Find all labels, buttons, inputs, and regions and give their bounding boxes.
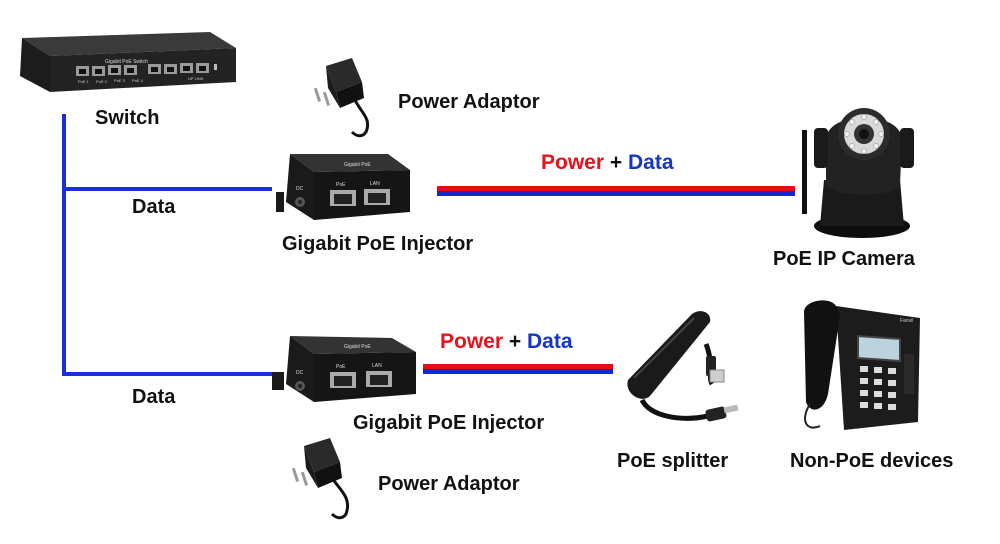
top-poe-cable	[437, 186, 795, 196]
bottom-injector-poe-text: PoE	[336, 364, 346, 370]
top-data-word: Data	[627, 151, 674, 174]
poe-splitter-icon	[627, 311, 739, 422]
switch-port-label-1: PoE 1	[78, 79, 90, 84]
top-injector-dc-text: DC	[296, 186, 304, 192]
switch-brand-text: Gigabit PoE Switch	[105, 59, 148, 65]
bottom-data-line	[62, 372, 272, 376]
bottom-data-label: Data	[132, 386, 176, 408]
top-data-line	[62, 187, 272, 191]
top-injector-brand-text: Gigabit PoE	[344, 162, 371, 168]
bottom-poe-cable	[423, 364, 613, 374]
phone-brand-text: Fanvil	[900, 318, 913, 324]
camera-label: PoE IP Camera	[773, 248, 915, 270]
bottom-injector-label: Gigabit PoE Injector	[353, 412, 545, 434]
top-power-word: Power	[541, 151, 605, 174]
switch-label: Switch	[95, 107, 160, 129]
top-injector-label: Gigabit PoE Injector	[282, 233, 474, 255]
bottom-injector-dc-text: DC	[296, 370, 304, 376]
splitter-label: PoE splitter	[617, 450, 729, 472]
bottom-power-data-label: Power + Data	[440, 331, 573, 352]
switch-vertical-bus-line	[62, 114, 66, 376]
switch-port-label-4: PoE 4	[132, 78, 144, 83]
bottom-injector-lan-text: LAN	[372, 363, 382, 369]
top-power-data-label: Power + Data	[541, 152, 674, 173]
top-poe-injector-icon: Gigabit PoE DC PoE LAN	[276, 154, 410, 220]
top-injector-lan-text: LAN	[370, 181, 380, 187]
switch-port-label-2: PoE 2	[96, 79, 108, 84]
top-injector-poe-text: PoE	[336, 182, 346, 188]
switch-icon: Gigabit PoE Switch PoE 1 PoE 2 PoE 3 PoE…	[20, 32, 236, 92]
switch-uplink-label: UP LINK	[188, 76, 204, 81]
ip-camera-icon	[802, 108, 914, 238]
top-plus-sign: +	[609, 151, 623, 174]
bottom-poe-injector-icon: Gigabit PoE DC PoE LAN	[272, 336, 416, 402]
bottom-injector-brand-text: Gigabit PoE	[344, 344, 371, 350]
bottom-power-adaptor-icon	[291, 438, 349, 520]
top-power-adaptor-icon	[313, 58, 369, 138]
top-data-label: Data	[132, 196, 176, 218]
top-power-adaptor-label: Power Adaptor	[398, 91, 540, 113]
bottom-plus-sign: +	[508, 330, 522, 353]
ip-phone-icon: Fanvil	[804, 300, 920, 430]
bottom-data-word: Data	[526, 330, 573, 353]
switch-port-label-3: PoE 3	[114, 78, 126, 83]
bottom-power-word: Power	[440, 330, 504, 353]
bottom-power-adaptor-label: Power Adaptor	[378, 473, 520, 495]
non-poe-devices-label: Non-PoE devices	[790, 450, 954, 472]
